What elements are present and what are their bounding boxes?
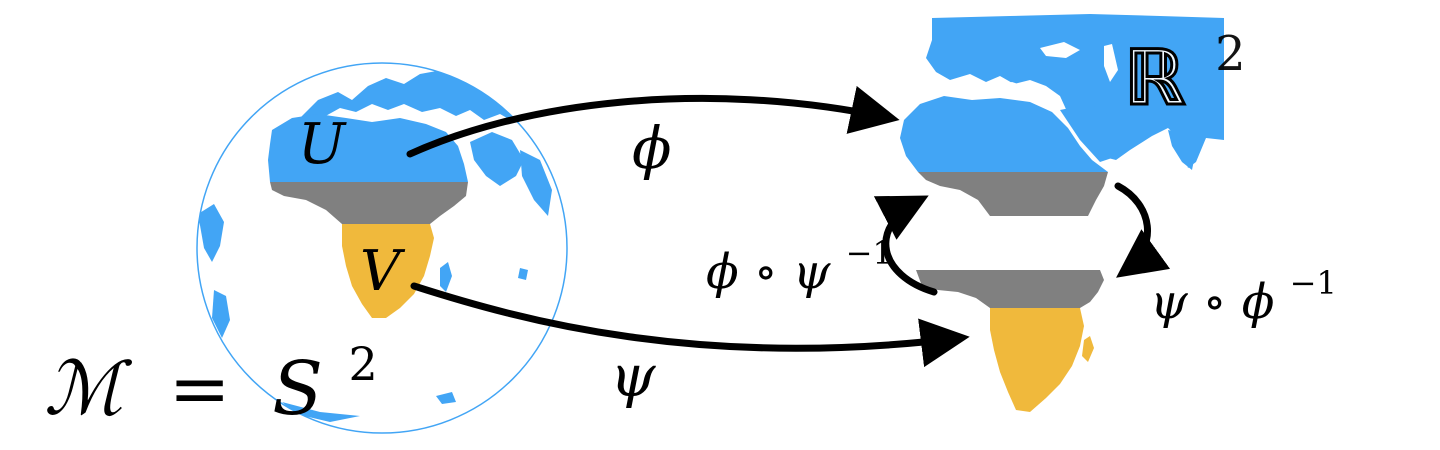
region-u-label: U	[298, 112, 347, 177]
globe-madagascar	[440, 262, 452, 292]
plane-map: ℝ 2	[900, 14, 1246, 412]
manifold-rhs-exp: 2	[348, 337, 377, 391]
globe-africa-overlap	[270, 182, 468, 224]
globe: U V	[196, 62, 568, 434]
globe-island-2	[436, 392, 456, 404]
psi-arrow	[410, 282, 970, 368]
plane-africa-v	[990, 308, 1084, 412]
arrows	[406, 85, 1171, 368]
globe-antarctic-edge	[282, 402, 360, 422]
plane-caspian	[1104, 44, 1118, 82]
plane-madagascar	[1082, 336, 1094, 362]
plane-black-sea	[1040, 42, 1080, 58]
phi-psi-inverse-base: ϕ ∘ ψ	[706, 244, 832, 300]
globe-island-1	[518, 268, 528, 280]
manifold-eq: =	[169, 346, 231, 432]
plane-overlap-top	[918, 172, 1108, 216]
plane-africa-u	[900, 96, 1108, 172]
globe-arabia-landmass	[470, 132, 524, 186]
plane-label: ℝ 2	[1124, 26, 1246, 122]
manifold-lhs: ℳ	[44, 346, 133, 432]
phi-arrow	[406, 85, 900, 158]
plane-label-base: ℝ	[1124, 33, 1185, 122]
globe-south-america-lower	[212, 290, 230, 338]
psi-phi-inverse-label: ψ ∘ ϕ −1	[1150, 264, 1337, 330]
manifold-rhs: S	[272, 346, 323, 432]
psi-phi-inverse-arrow	[1114, 182, 1171, 278]
plane-india	[1168, 130, 1196, 170]
manifold-label: ℳ = S 2	[44, 337, 378, 432]
plane-overlap-bottom	[916, 270, 1104, 308]
plane-label-exp: 2	[1215, 26, 1246, 82]
plane-eurasia	[926, 14, 1224, 168]
globe-africa-u	[268, 114, 468, 182]
phi-label: ϕ	[632, 114, 672, 182]
plane-arabia	[1060, 104, 1126, 162]
globe-asia	[520, 150, 552, 216]
psi-phi-inverse-base: ψ ∘ ϕ	[1150, 274, 1274, 330]
phi-psi-inverse-exp: −1	[846, 234, 893, 272]
psi-label: ψ	[610, 342, 656, 410]
phi-psi-inverse-label: ϕ ∘ ψ −1	[706, 234, 893, 300]
globe-south-america	[198, 204, 224, 262]
region-v-label: V	[360, 239, 406, 304]
phi-psi-inverse-arrow	[873, 195, 938, 296]
plane-mediterranean	[948, 78, 1044, 100]
globe-africa-v	[342, 224, 434, 318]
psi-phi-inverse-exp: −1	[1290, 264, 1337, 302]
